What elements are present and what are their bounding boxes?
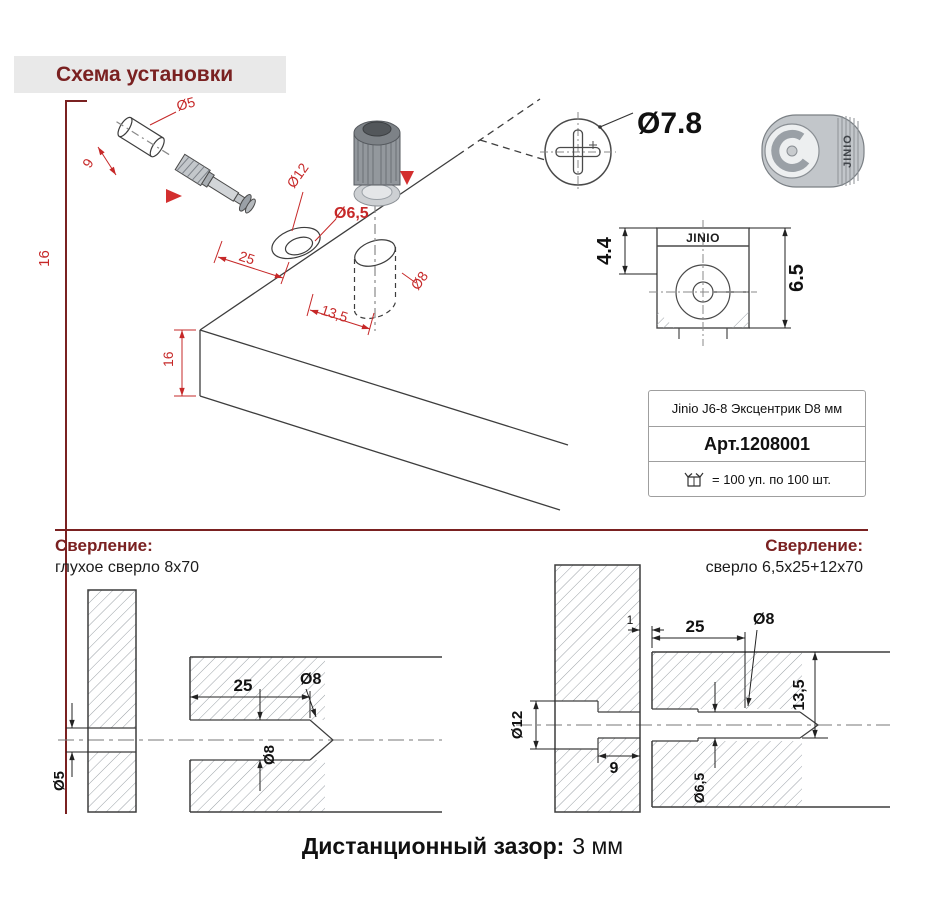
- dim-d5-left: Ø5: [51, 771, 68, 791]
- cam-top-view: Ø7.8: [540, 107, 702, 192]
- dim-label-16: 16: [160, 351, 176, 367]
- dim-25-left: 25: [234, 676, 253, 695]
- cam-front-view: JINIO 4.4 6.5: [595, 220, 808, 346]
- page-title: Схема установки: [56, 62, 234, 86]
- drill-right-panels: [554, 564, 890, 813]
- drill-diagram-left: 25 Ø8 Ø5 Ø8: [51, 589, 442, 813]
- dim-label-d5: Ø5: [175, 95, 197, 114]
- packing-info: = 100 уп. по 100 шт.: [711, 471, 831, 487]
- distance-gap-value: 3 мм: [572, 833, 624, 859]
- package-icon: [684, 472, 704, 487]
- drill-diagram-right: 1 25 Ø8 Ø12 9 Ø6,5 13,5: [510, 564, 890, 813]
- flange-hole: [271, 226, 321, 260]
- dim-label-d8: Ø8: [407, 268, 431, 293]
- dim-label-9: 9: [79, 155, 97, 170]
- diameter-leader: [599, 112, 634, 128]
- product-name: Jinio J6-8 Эксцентрик D8 мм: [671, 401, 843, 416]
- dim-d65-right: Ø6,5: [691, 773, 707, 804]
- front-view-body: [649, 220, 757, 346]
- cam-3d-view: JINIO: [761, 114, 865, 188]
- drill-left-dimension-lines: [66, 688, 317, 791]
- dim-label-135: 13,5: [319, 302, 350, 326]
- dim-135-right: 13,5: [791, 679, 808, 710]
- drill-bit-cylinder: [116, 116, 170, 158]
- dim-label-d12: Ø12: [283, 160, 311, 191]
- dim-label-d65: Ø6,5: [334, 205, 369, 222]
- brand-label-front: JINIO: [686, 231, 720, 245]
- product-info-box: Jinio J6-8 Эксцентрик D8 мм Арт.1208001 …: [648, 390, 866, 497]
- drill-subtitle-left: глухое сверло 8x70: [55, 559, 200, 576]
- dowel-pin: [174, 153, 256, 214]
- dim-25-right: 25: [686, 617, 705, 636]
- dim-1-right: 1: [627, 613, 634, 627]
- drill-subtitle-right: сверло 6,5x25+12x70: [705, 559, 863, 576]
- distance-gap-label: Дистанционный зазор:: [301, 833, 565, 859]
- dim-d8-side-left: Ø8: [261, 745, 278, 765]
- iso-drawing: Ø5 9 Ø12 Ø6,5 25 13,5 16 Ø8: [79, 95, 569, 511]
- attention-arrow-right: [400, 171, 414, 185]
- board-outline: [199, 98, 569, 511]
- cam-3d-body: [761, 114, 865, 188]
- drill-heading-right: Сверление:: [765, 536, 863, 555]
- distance-gap-note: Дистанционный зазор: 3 мм: [0, 833, 925, 860]
- dim-9-right: 9: [610, 760, 619, 777]
- left-dimension-line: [65, 100, 67, 814]
- section-divider: [55, 529, 868, 531]
- dim-d8-right: Ø8: [753, 611, 774, 628]
- page-title-bar: Схема установки: [14, 56, 286, 93]
- iso-dimension-lines: [97, 111, 417, 397]
- eccentric-offset-mark: [589, 141, 597, 149]
- front-dim-left: 4.4: [595, 236, 616, 265]
- cam-hole: [353, 203, 397, 331]
- front-view-dimension-lines: [619, 227, 791, 329]
- dim-d8-top-left: Ø8: [300, 671, 321, 688]
- front-dim-right: 6.5: [786, 264, 808, 292]
- dim-d12-right: Ø12: [510, 711, 526, 739]
- packing-row: = 100 уп. по 100 шт.: [649, 461, 865, 496]
- drill-heading-left: Сверление:: [55, 536, 153, 555]
- dim-label-25: 25: [237, 248, 257, 268]
- drill-left-panels: [87, 589, 442, 813]
- diameter-callout: Ø7.8: [637, 107, 702, 140]
- eccentric-cam: [353, 120, 401, 207]
- drill-right-dimension-lines: [530, 626, 828, 768]
- article-number: Арт.1208001: [649, 426, 865, 461]
- attention-arrow-left: [166, 189, 182, 203]
- thickness-dimension-label: 16: [35, 250, 53, 267]
- left-dimension-tick: [65, 100, 87, 102]
- leader-dot: [598, 125, 602, 129]
- cam-top-view-drawing: [540, 112, 616, 192]
- brand-label: JINIO: [842, 134, 854, 168]
